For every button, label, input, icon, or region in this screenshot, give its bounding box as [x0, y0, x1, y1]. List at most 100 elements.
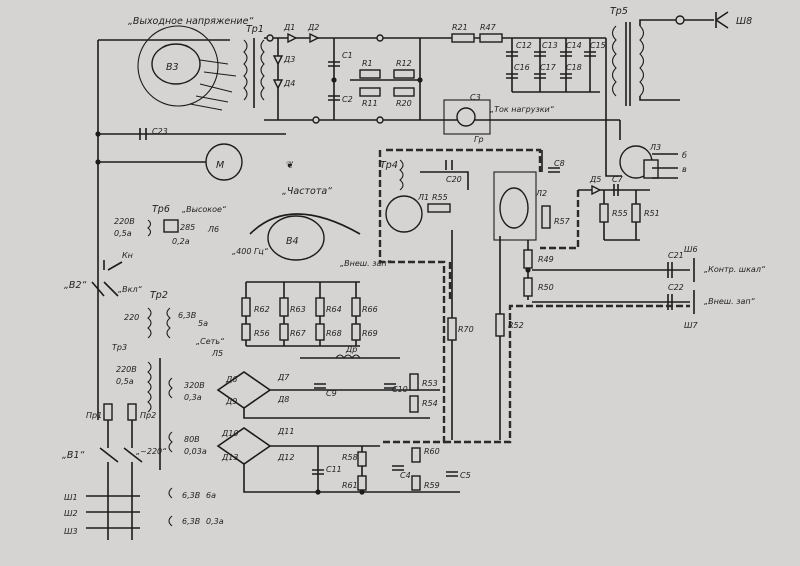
switch-kn-label: Кн [122, 251, 133, 260]
resistor-r64-label: R64 [326, 305, 342, 314]
resistor-r55b-label: R55 [612, 209, 628, 218]
switch-v2 [91, 281, 119, 297]
tr2-primary [147, 307, 152, 339]
filament-coils [168, 487, 173, 527]
pin-v-label: в [682, 165, 687, 174]
diode-d7-label: Д7 [277, 373, 290, 382]
resistor-r68 [315, 323, 325, 341]
switch-v4-arc [249, 213, 361, 235]
lamp-l6-box [163, 219, 179, 233]
shield-1 [386, 148, 542, 172]
tube-l3: Л3 б в [619, 143, 687, 179]
diode-d10-label: Д10 [221, 429, 238, 438]
tube-l1-label: Л1 [417, 193, 429, 202]
tr2-set-label: „Сеть“ [196, 337, 225, 346]
tr2-panel: Тр2 220 6,3В 5а „Сеть“ Л5 [124, 290, 225, 358]
output-sh8-label: Ш8 [736, 16, 752, 27]
resistor-r50 [523, 277, 533, 297]
transformer-tr4-coil [399, 159, 404, 191]
resistor-r21-label: R21 [452, 23, 468, 32]
pin-b-label: б [682, 151, 687, 160]
resistor-r59 [411, 475, 421, 491]
wire-tr5-tube [605, 38, 622, 177]
diode-d4 [272, 79, 284, 90]
resistor-r69-label: R69 [362, 329, 378, 338]
tr6-current: 0,5а [114, 229, 132, 238]
resistor-r55 [427, 203, 451, 213]
tube-l1-wires [420, 160, 469, 190]
cap-bank-top [506, 51, 596, 57]
resistor-r20 [393, 87, 415, 97]
resistors-r70-r52: R70 R52 [447, 230, 524, 440]
diode-d3-label: Д3 [283, 55, 295, 64]
switch-v1-mode: „~220“ [136, 447, 167, 456]
tube-l3-leads [652, 153, 678, 179]
resistor-r12-label: R12 [396, 59, 412, 68]
wire-r70-r52 [451, 230, 501, 440]
output-kontr-label: „Контр. шкал“ [704, 265, 766, 274]
caps-c9-c10 [314, 383, 396, 389]
cap-bank-wires [511, 38, 600, 93]
switch-v3-title: „Выходное напряжение“ [128, 16, 253, 27]
tr3-current: 0,5а [116, 377, 134, 386]
transformer-tr5-primary [611, 25, 617, 97]
switch-kn-v2: Кн „В2“ „Вкл“ [64, 251, 143, 297]
switch-v4-mark-left: „400 Гц“ [232, 247, 269, 256]
resistor-r61 [357, 475, 367, 491]
cap-c15-label: С15 [590, 41, 606, 50]
transformer-tr1: Тр1 [243, 24, 265, 108]
resistor-r47-label: R47 [480, 23, 497, 32]
tr6-name: „Высокое“ [182, 205, 227, 214]
transformer-tr3-label: Тр3 [112, 343, 127, 352]
resistor-r20-label: R20 [396, 99, 412, 108]
capacitor-bank: С12 С13 С14 С15 С16 С17 С18 [506, 38, 606, 93]
terminal-tr5-out [675, 15, 685, 25]
cap-c18-label: С18 [566, 63, 582, 72]
switch-v4-mark-bottom: „Внеш. зап“ [340, 259, 392, 268]
tube-l2-stage: Л2 С8 R57 R49 R50 [493, 150, 571, 300]
terminal-b [376, 34, 384, 42]
diode-d13-label: Д13 [221, 453, 238, 462]
diode-d9-label: Д9 [225, 397, 237, 406]
terminal-a [266, 34, 274, 42]
diode-d1-label: Д1 [283, 23, 295, 32]
switch-kn [103, 260, 123, 271]
resistor-r53b [599, 203, 609, 223]
lamp-l6-value: 285 [180, 223, 195, 232]
fuses-v1: Пр1 Пр2 „В1“ „~220“ [62, 403, 167, 463]
resistor-r63 [279, 297, 289, 317]
resistor-r58 [357, 451, 367, 467]
diode-d8-label: Д8 [277, 395, 289, 404]
plug-sh1-label: Ш1 [64, 493, 78, 502]
resistor-r1-label: R1 [362, 59, 373, 68]
resistor-r64 [315, 297, 325, 317]
transformer-tr1-label: Тр1 [246, 24, 264, 35]
cap-c17-label: С17 [540, 63, 557, 72]
resistor-r56 [241, 323, 251, 341]
motor-label: М [216, 160, 224, 171]
motor: М ❦ [98, 143, 294, 181]
tube-l2-screen [493, 171, 537, 241]
diode-d2-label: Д2 [307, 23, 319, 32]
lamp-l5-label: Л5 [211, 349, 223, 358]
resistor-ladder: R62 R63 R64 R66 R56 R67 R68 R69 [241, 281, 378, 347]
resistor-r11 [359, 87, 381, 97]
cap-c13-label: С13 [542, 41, 558, 50]
cap-c22 [667, 294, 673, 310]
ornament: ❦ [286, 160, 294, 171]
transformer-tr5-secondary [639, 25, 645, 97]
load-current-meter: „Ток нагрузки“ С3 Гр [443, 93, 555, 144]
cap-c21-label: С21 [668, 251, 684, 260]
resistor-r68-label: R68 [326, 329, 342, 338]
cap-c22-label: С22 [668, 283, 684, 292]
output-sh7-label: Ш7 [684, 321, 699, 330]
resistor-r51 [631, 203, 641, 223]
tr2-secondary-a: 5а [198, 319, 208, 328]
diode-d2 [309, 32, 320, 44]
resistor-r57-label: R57 [554, 217, 571, 226]
diode-d4-label: Д4 [283, 79, 295, 88]
tr6-panel: Тр6 220В 0,5а 285 0,2а „Высокое“ Л6 [114, 204, 227, 246]
resistor-r66 [351, 297, 361, 317]
terminal-c [376, 116, 384, 124]
